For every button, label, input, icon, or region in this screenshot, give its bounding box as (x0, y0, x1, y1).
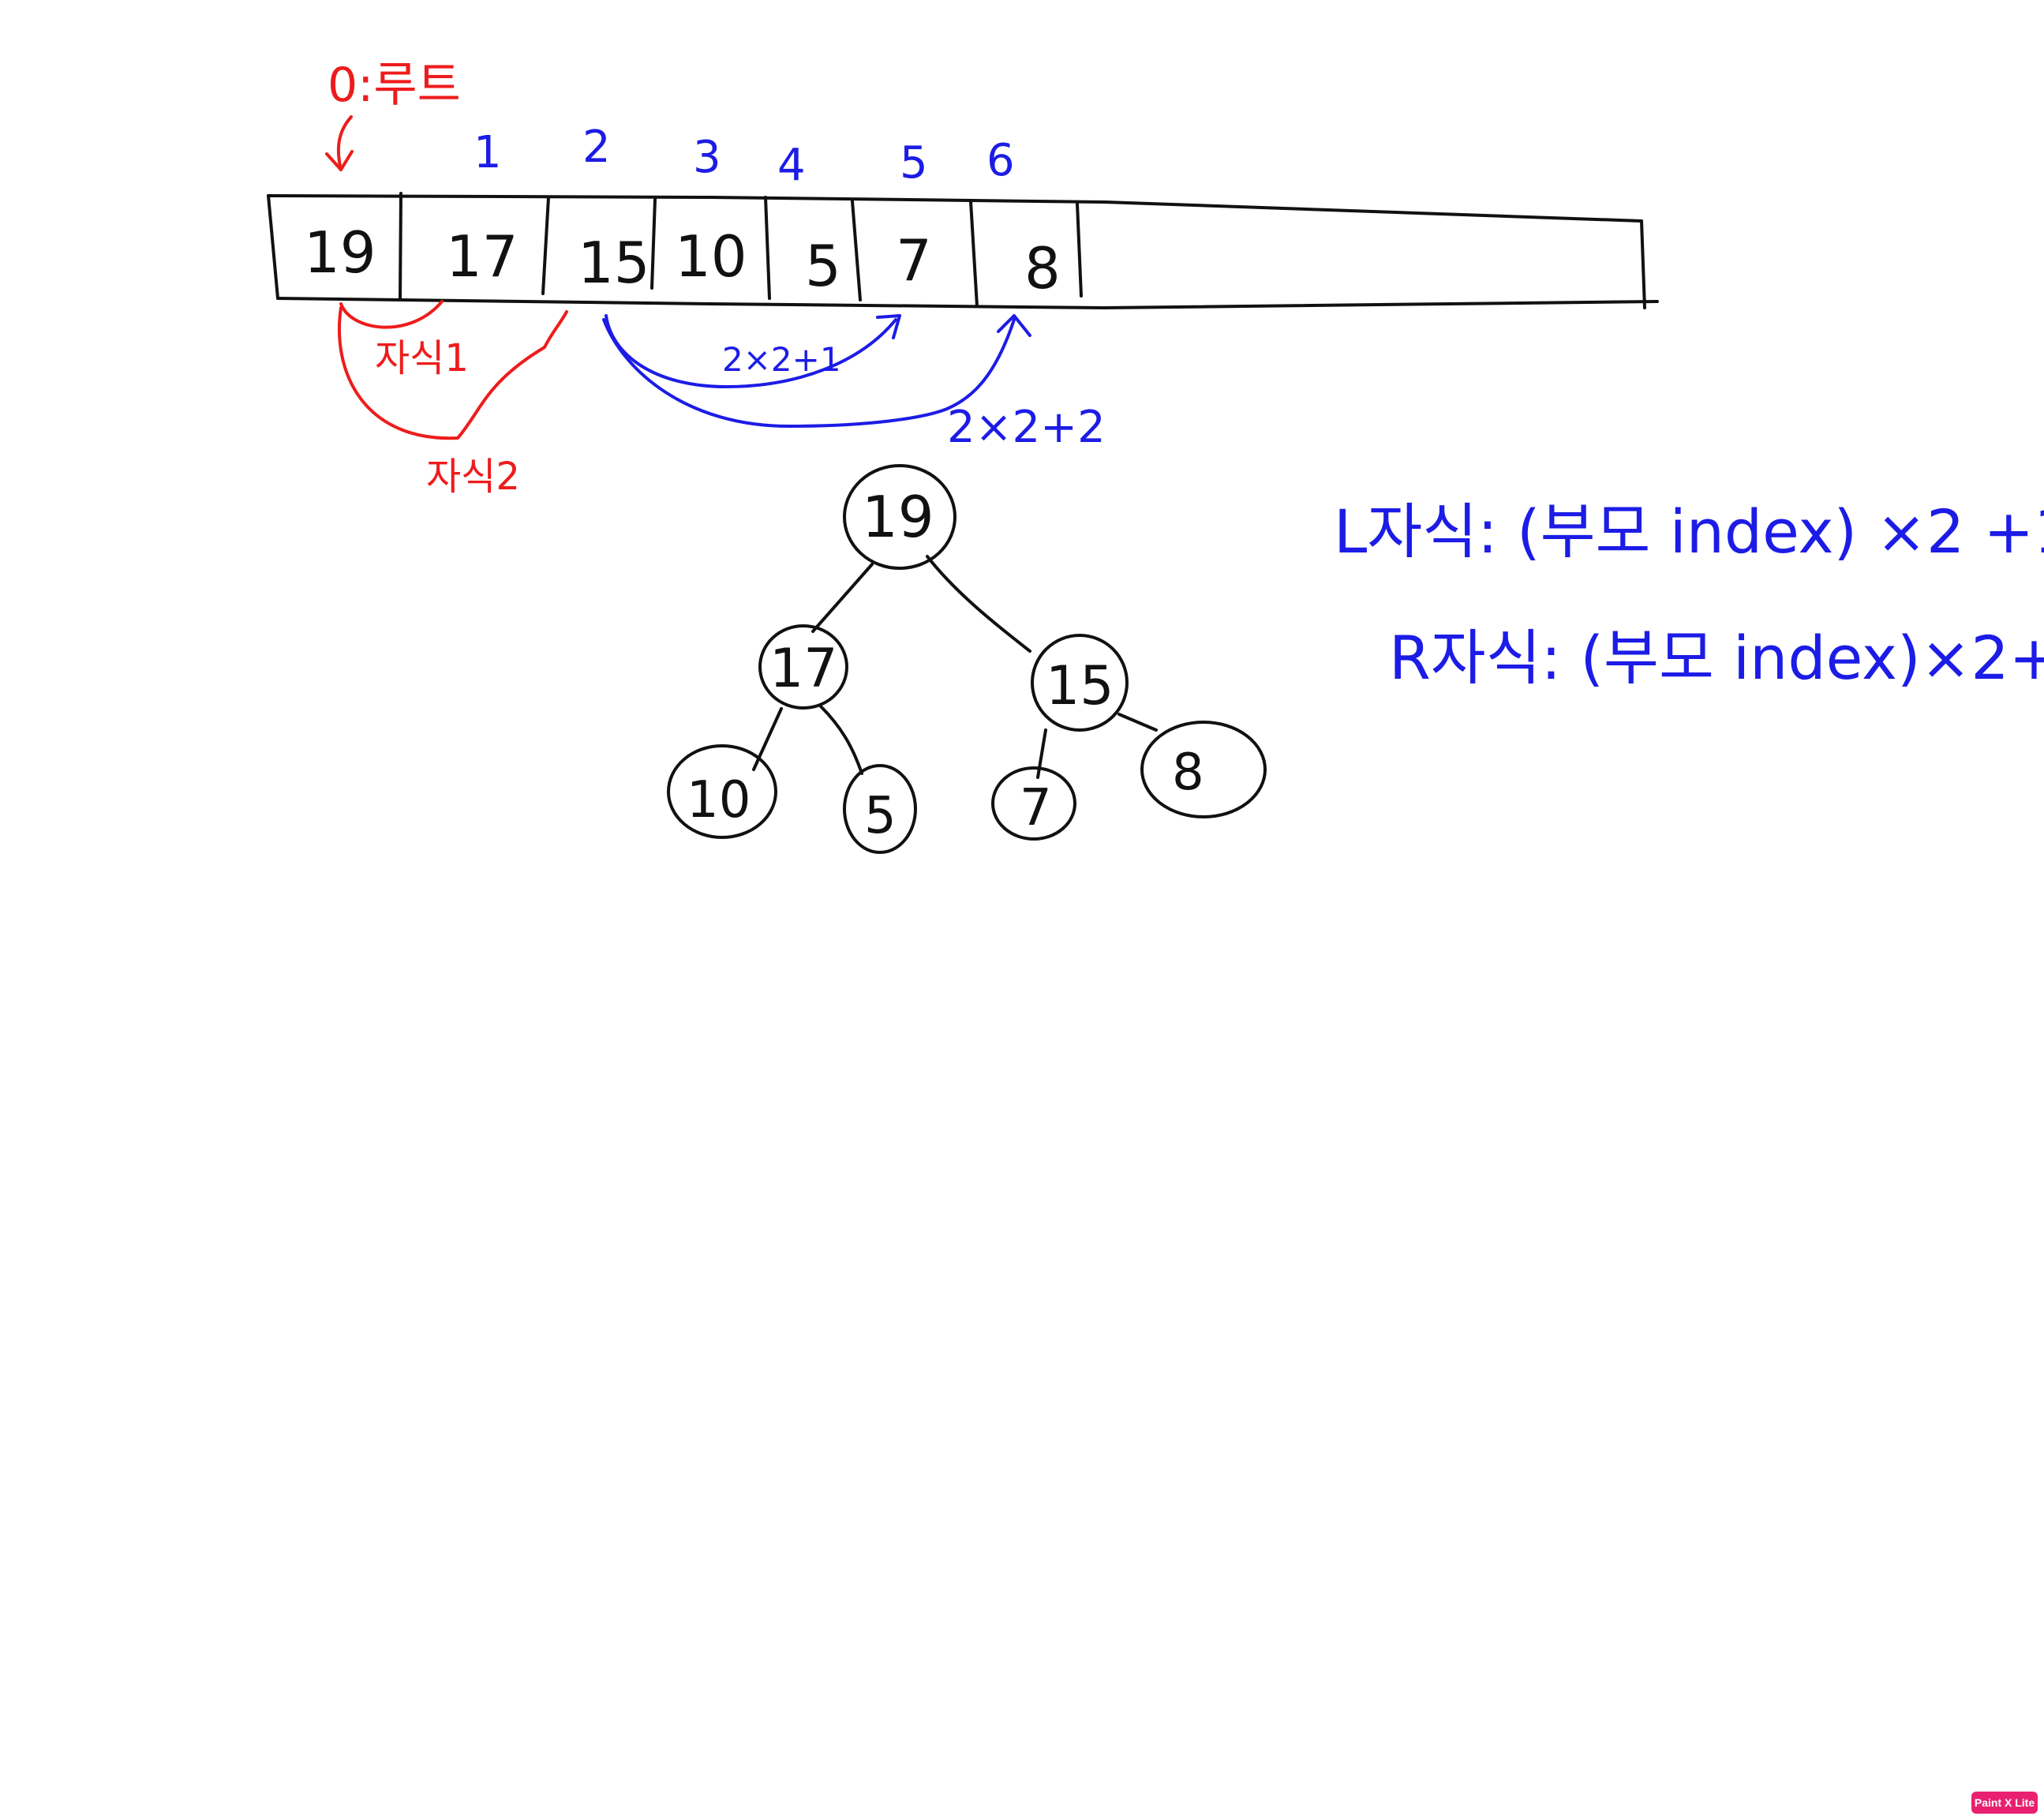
left-child-arrow-head (876, 314, 901, 339)
root-arrow-head (325, 150, 354, 171)
root-annotation: 0:루트 (325, 58, 461, 171)
root-arrow (336, 115, 353, 171)
right-formula-label: 2×2+2 (947, 402, 1106, 453)
tree-node: 5 (843, 764, 917, 854)
index-label: 3 (693, 132, 721, 183)
red-child-arrows: 자식1 자식2 (337, 300, 568, 499)
array-cell: 8 (1024, 235, 1061, 301)
app-badge: Paint X Lite (1971, 1792, 2038, 1814)
array-divider (851, 200, 862, 301)
tree-edge (811, 563, 874, 633)
root-label: 0:루트 (328, 58, 461, 113)
node-value: 15 (1046, 655, 1114, 717)
tree-node: 7 (991, 766, 1076, 841)
tree-node-root: 19 (843, 464, 956, 570)
index-label: 4 (777, 140, 806, 191)
node-value: 8 (1172, 743, 1204, 802)
child1-curve (339, 300, 444, 329)
array-divider (399, 192, 402, 300)
child2-curve (337, 306, 568, 440)
formula-block: L자식: (부모 index) ×2 +1 R자식: (부모 index)×2+… (1334, 496, 2044, 693)
node-value: 5 (864, 787, 897, 845)
array-divider (764, 196, 771, 300)
array-divider (1076, 202, 1083, 298)
right-child-arrow-head (997, 314, 1031, 337)
node-circle (991, 766, 1076, 841)
array-cell: 10 (675, 223, 747, 290)
array-left-edge (267, 194, 279, 300)
node-circle (1140, 721, 1267, 818)
array-box (267, 192, 1659, 309)
index-label: 2 (582, 122, 611, 173)
child2-label: 자식2 (426, 455, 520, 499)
tree-node: 15 (1031, 634, 1129, 732)
child1-label: 자식1 (375, 336, 469, 380)
right-child-arrow (602, 318, 1016, 428)
array-cell: 5 (805, 233, 841, 299)
array-cell: 15 (578, 230, 650, 296)
node-value: 19 (862, 484, 934, 550)
index-labels: 1 2 3 4 5 6 (474, 122, 1015, 191)
index-label: 1 (474, 127, 502, 178)
array-values: 19 17 15 10 5 7 8 (304, 219, 1061, 301)
node-circle (758, 624, 848, 710)
left-child-arrow (605, 314, 897, 388)
tree-edge (819, 705, 863, 775)
node-value: 7 (1020, 779, 1052, 837)
index-label: 5 (900, 137, 928, 189)
tree-edge (1117, 713, 1158, 732)
tree-edge (926, 555, 1031, 653)
node-value: 17 (769, 638, 838, 700)
node-circle (843, 464, 956, 570)
index-label: 6 (986, 135, 1015, 186)
array-top-edge (267, 194, 1643, 223)
blue-arrows: 2×2+1 2×2+2 (602, 314, 1106, 453)
node-circle (843, 764, 917, 854)
array-cell: 17 (446, 223, 518, 290)
binary-tree: 19 17 15 10 5 7 8 (667, 464, 1267, 854)
tree-node: 8 (1140, 721, 1267, 818)
array-right-edge (1640, 219, 1646, 309)
node-value: 10 (687, 771, 751, 829)
left-formula-label: 2×2+1 (722, 340, 841, 379)
tree-node: 10 (667, 744, 777, 839)
node-circle (1031, 634, 1129, 732)
array-divider (541, 196, 550, 295)
array-divider (969, 200, 979, 308)
array-divider (650, 197, 657, 290)
array-cell: 19 (304, 219, 376, 286)
node-circle (667, 744, 777, 839)
tree-edge (752, 707, 783, 771)
array-bottom-edge (276, 297, 1659, 309)
tree-node: 17 (758, 624, 848, 710)
left-child-formula: L자식: (부모 index) ×2 +1 (1334, 496, 2044, 567)
array-cell: 7 (896, 227, 932, 294)
right-child-formula: R자식: (부모 index)×2+2 (1389, 623, 2044, 693)
